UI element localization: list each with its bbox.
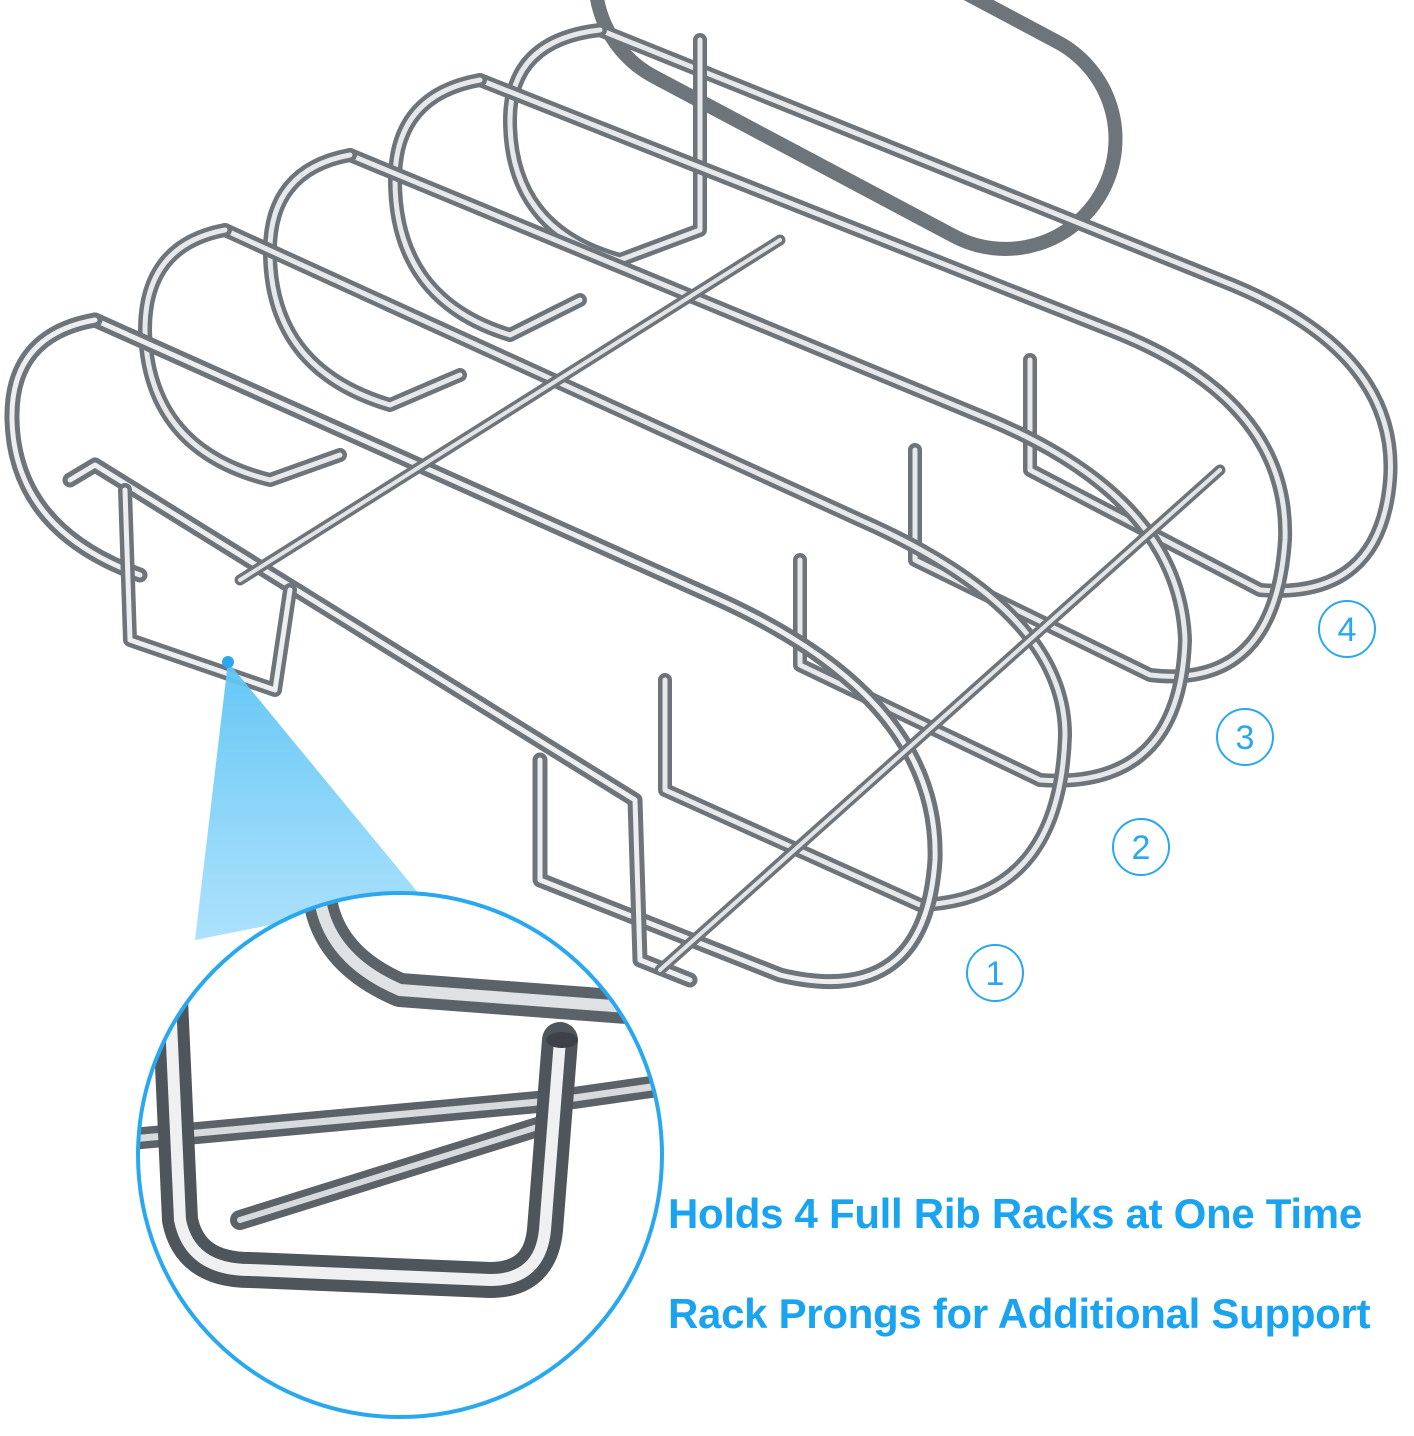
magnifier-beam	[195, 662, 420, 940]
base-rails	[234, 234, 1226, 976]
caption-holds-four-racks: Holds 4 Full Rib Racks at One Time	[668, 1190, 1362, 1237]
caption-rack-prongs: Rack Prongs for Additional Support	[668, 1290, 1371, 1337]
rack-loop-2	[262, 148, 1192, 788]
rack-loops	[4, 0, 1398, 990]
slot-label-1: 1	[966, 944, 1024, 1002]
magnifier-detail-icon	[136, 891, 664, 1419]
rack-loop-3	[388, 73, 1293, 684]
slot-label-2: 2	[1112, 818, 1170, 876]
slot-label-4: 4	[1318, 600, 1376, 658]
magnifier-origin-dot	[222, 656, 234, 668]
rack-loop-4	[503, 0, 1398, 598]
slot-label-3: 3	[1216, 708, 1274, 766]
